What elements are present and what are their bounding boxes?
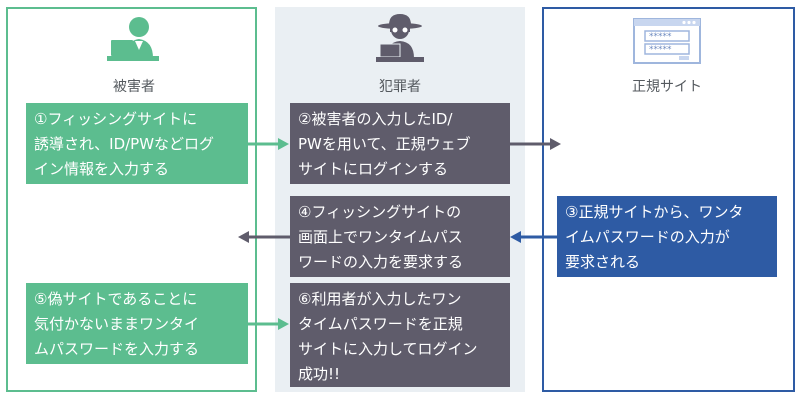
arrow-step1-to-step2 [248, 138, 289, 150]
login-window-icon: ***** ***** [633, 18, 701, 64]
step-3-box: ③正規サイトから、ワンタ イムパスワードの入力が 要求される [557, 196, 777, 277]
arrow-site-to-step4 [510, 231, 557, 243]
step-6-box: ⑥利用者が入力したワン タイムパスワードを正規 サイトに入力してログイン 成功!… [290, 283, 510, 387]
arrow-step2-to-site [510, 138, 561, 150]
hacker-icon [376, 14, 424, 62]
arrow-step5-to-step6 [248, 318, 289, 330]
criminal-label: 犯罪者 [379, 79, 421, 95]
step-2-box: ②被害者の入力したID/ PWを用いて、正規ウェブ サイトにログインする [290, 103, 510, 184]
legit-site-label: 正規サイト [632, 79, 702, 95]
victim-lane [6, 7, 257, 392]
victim-label: 被害者 [113, 79, 155, 95]
svg-text:*****: ***** [649, 45, 672, 55]
step-4-box: ④フィッシングサイトの 画面上でワンタイムパス ワードの入力を要求する [290, 196, 510, 277]
arrow-step4-to-victim [238, 231, 290, 243]
svg-text:*****: ***** [649, 32, 672, 42]
user-at-laptop-icon [107, 17, 159, 61]
legit-site-lane [542, 7, 795, 392]
step-1-box: ①フィッシングサイトに 誘導され、ID/PWなどログ イン情報を入力する [26, 103, 248, 184]
step-5-box: ⑤偽サイトであることに 気付かないままワンタイ ムパスワードを入力する [26, 283, 248, 364]
